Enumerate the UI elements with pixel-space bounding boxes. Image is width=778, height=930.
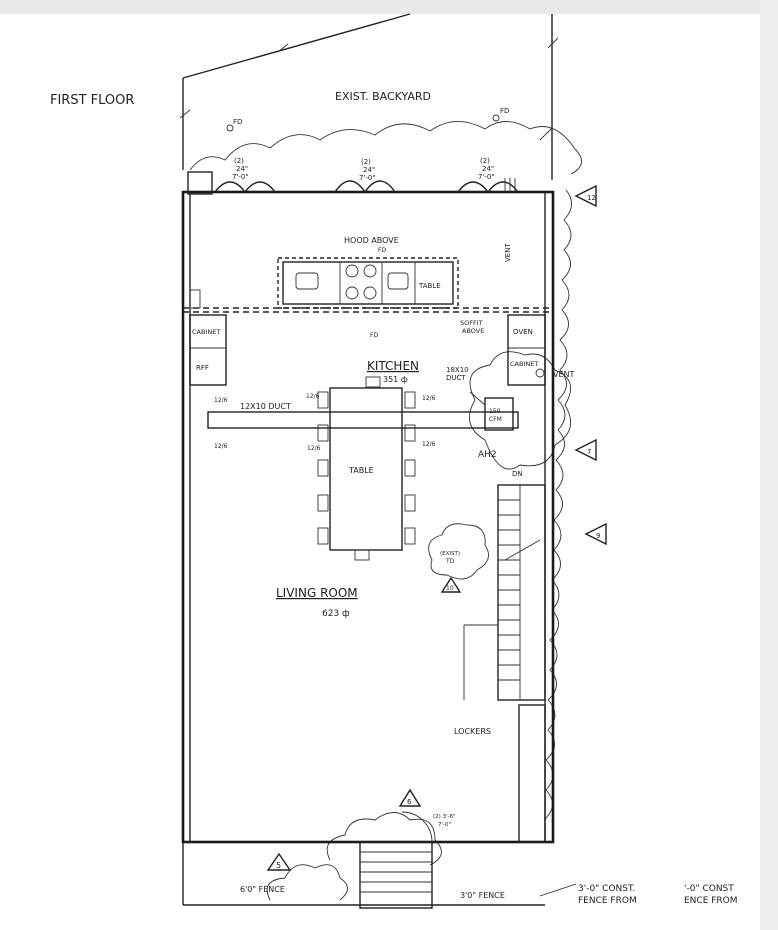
duct-size-4: 12/6 — [307, 445, 321, 452]
tag-6-label: 6 — [407, 798, 412, 806]
window-w-3: 24" — [482, 165, 494, 173]
kitchen-island — [277, 257, 459, 309]
duct-upper-label-2: DUCT — [446, 374, 466, 382]
tag-6 — [398, 788, 422, 807]
floor-drain-icon — [226, 124, 234, 132]
td-label: (EXIST) — [440, 551, 460, 557]
ah-label: AH2 — [478, 450, 497, 460]
lockers — [518, 704, 546, 843]
door-note: (2) 3'-6" — [433, 814, 456, 820]
soffit-label: SOFFIT — [460, 319, 483, 327]
note-3: '-0" CONST — [684, 884, 734, 894]
front-stoop — [182, 811, 545, 909]
floor-drain-label: FD — [233, 118, 242, 126]
living-room-area: 623 ф — [322, 609, 350, 619]
living-room-name: LIVING ROOM — [276, 586, 358, 600]
tag-12-label: 12 — [587, 194, 596, 202]
duct-size-1: 12/6 — [214, 397, 228, 404]
tree-canopy — [468, 351, 572, 470]
td-label-2: TD — [445, 558, 455, 565]
window-h-2: 7'-0" — [359, 174, 376, 182]
door-note-2: 7'-0" — [438, 822, 451, 828]
duct-run — [207, 391, 519, 431]
kitchen-fd-label: FD — [370, 332, 378, 339]
duct-size-6: 12/6 — [422, 441, 436, 448]
window-w-2: 24" — [363, 166, 375, 174]
duct-size-2: 12/6 — [214, 443, 228, 450]
duct-size-3: 12/6 — [306, 393, 320, 400]
soffit-label-2: ABOVE — [462, 327, 484, 335]
backyard-label: EXIST. BACKYARD — [335, 90, 431, 103]
hood-label: HOOD ABOVE — [344, 236, 399, 245]
window-h-1: 7'-0" — [232, 173, 249, 181]
tag-9-label: 9 — [596, 532, 600, 540]
staircase — [463, 484, 546, 701]
fence-right-label: 3'0" FENCE — [460, 891, 505, 900]
property-lines — [179, 13, 559, 180]
cabinet-right-label: CABINET — [510, 360, 538, 368]
vent-right-label: VENT — [553, 370, 575, 379]
tag-10 — [440, 576, 462, 593]
window-bays — [187, 171, 519, 195]
window-h-3: 7'-0" — [478, 173, 495, 181]
bottom-shrub-2 — [266, 864, 348, 901]
dining-table-label: TABLE — [348, 466, 374, 475]
duct-main-label: 12X10 DUCT — [240, 402, 291, 411]
note-1: 3'-0" CONST. — [578, 884, 635, 894]
shrub-line — [189, 121, 582, 175]
window-qty-2: (2) — [361, 158, 371, 166]
duct-upper-label: 18X10 — [446, 366, 469, 374]
plan-title: FIRST FLOOR — [50, 93, 134, 108]
callout-tags — [266, 184, 607, 871]
stair-dn-label: DN — [512, 470, 523, 478]
dining-table — [317, 376, 416, 561]
window-qty-1: (2) — [234, 157, 244, 165]
note-2: FENCE FROM — [578, 896, 637, 906]
cabinet-left-label: CABINET — [192, 328, 220, 336]
tag-10-label: 10 — [446, 585, 454, 592]
tag-7-label: 7 — [587, 448, 591, 456]
window-w-1: 24" — [236, 165, 248, 173]
tag-12 — [574, 184, 597, 208]
tag-5 — [266, 852, 292, 871]
cfm-unit: CFM — [489, 416, 502, 423]
oven-label: OVEN — [513, 328, 533, 336]
cfm-value: 150 — [489, 408, 501, 415]
rff-label: RFF — [196, 364, 209, 372]
hood-fd-label: FD — [378, 247, 386, 254]
vent-top-label: VENT — [504, 243, 512, 262]
kitchen-name: KITCHEN — [367, 359, 419, 373]
shrub-line-right — [543, 189, 572, 821]
lockers-label: LOCKERS — [454, 727, 491, 736]
td-cloud — [428, 523, 490, 580]
note-4: ENCE FROM — [684, 896, 738, 906]
floor-drain-icon-2 — [492, 114, 500, 122]
floor-drain-label-2: FD — [500, 107, 509, 115]
cabinets — [189, 289, 546, 386]
tag-5-label: 5 — [276, 861, 281, 870]
window-qty-3: (2) — [480, 157, 490, 165]
tag-9 — [584, 522, 607, 546]
tag-7 — [574, 438, 597, 462]
duct-size-5: 12/6 — [422, 395, 436, 402]
kitchen-area: 351 ф — [383, 375, 408, 384]
fence-left-label: 6'0" FENCE — [240, 885, 285, 894]
island-table-label: TABLE — [418, 282, 441, 290]
